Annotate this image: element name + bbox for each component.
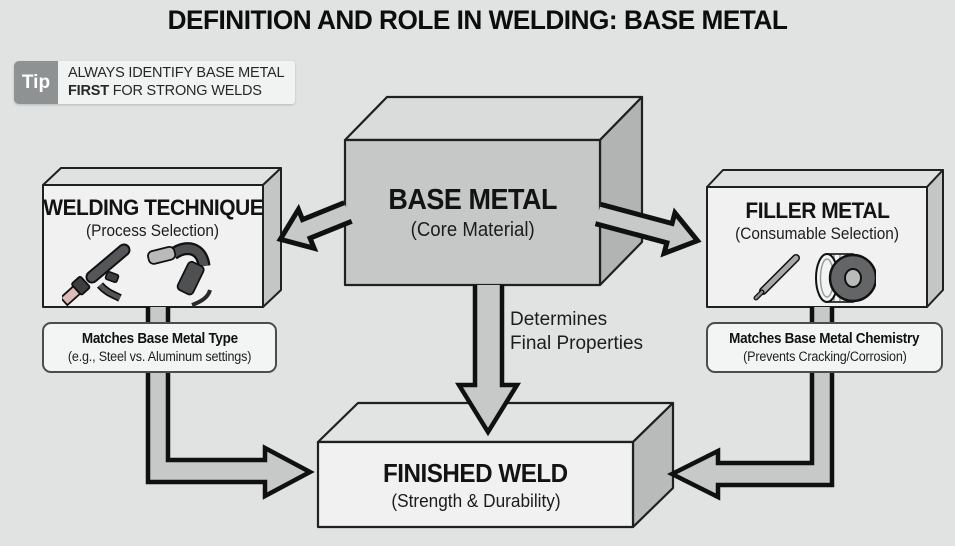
determines-caption: Determines Final Properties <box>510 308 643 356</box>
arrow-base-to-finished <box>454 285 522 437</box>
arrow-base-to-technique <box>276 200 353 253</box>
welding-technique-box <box>42 167 282 308</box>
filler-note-title: Matches Base Metal Chemistry <box>729 330 920 347</box>
technique-note: Matches Base Metal Type (e.g., Steel vs.… <box>42 322 277 373</box>
filler-note: Matches Base Metal Chemistry (Prevents C… <box>706 322 943 373</box>
base-metal-box <box>343 95 644 287</box>
filler-metal-box <box>706 169 944 308</box>
technique-note-detail: (e.g., Steel vs. Aluminum settings) <box>67 348 252 364</box>
tip-text: ALWAYS IDENTIFY BASE METAL FIRST FOR STR… <box>58 61 296 104</box>
determines-line-1: Determines <box>510 309 608 330</box>
finished-weld-box <box>316 401 675 529</box>
page-title: DEFINITION AND ROLE IN WELDING: BASE MET… <box>167 5 788 35</box>
tip-line-2: FIRST FOR STRONG WELDS <box>68 82 262 99</box>
determines-line-2: Final Properties <box>510 333 644 354</box>
filler-note-detail: (Prevents Cracking/Corrosion) <box>742 348 907 364</box>
tip-callout: Tip ALWAYS IDENTIFY BASE METAL FIRST FOR… <box>14 61 296 104</box>
tip-line-1: ALWAYS IDENTIFY BASE METAL <box>68 65 285 81</box>
technique-note-title: Matches Base Metal Type <box>81 330 238 347</box>
arrow-base-to-filler <box>594 201 702 258</box>
tip-badge: Tip <box>14 61 58 104</box>
